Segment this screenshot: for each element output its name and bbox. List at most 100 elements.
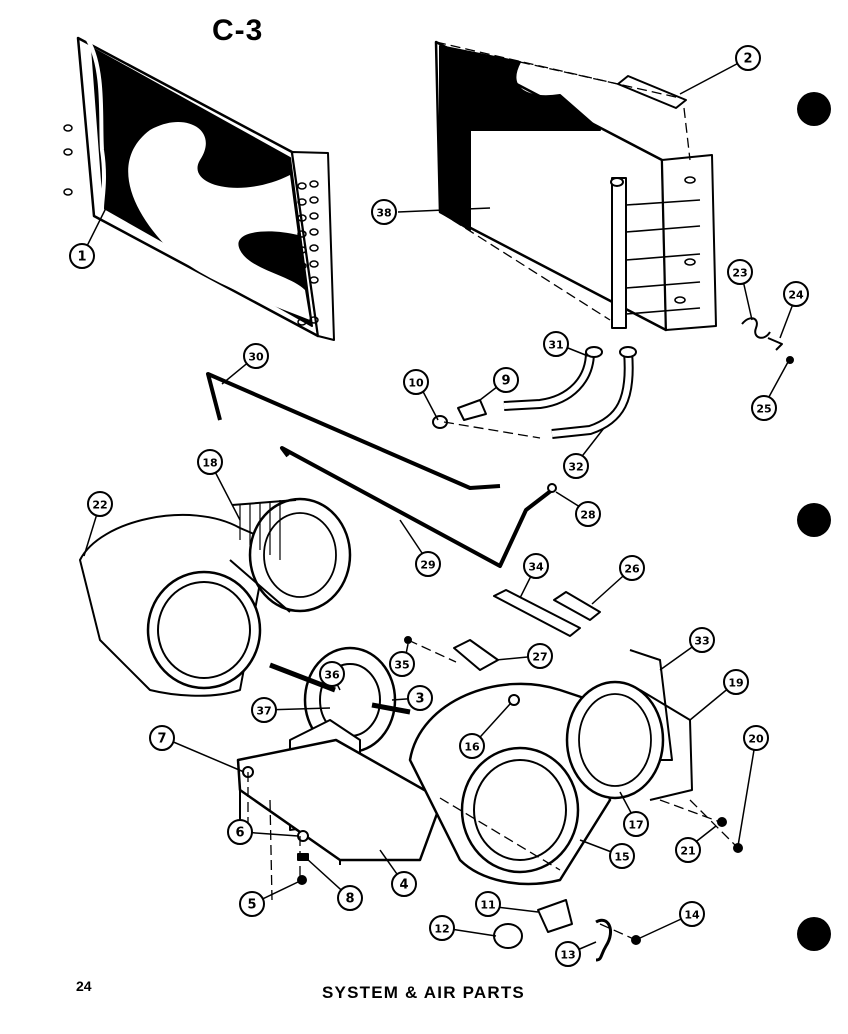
callout-number: 25 bbox=[756, 403, 771, 416]
callout-2: 2 bbox=[735, 45, 761, 71]
callout-28: 28 bbox=[575, 501, 601, 527]
evaporator-coil-part bbox=[434, 40, 717, 332]
callout-24: 24 bbox=[783, 281, 809, 307]
condenser-coil-part bbox=[63, 36, 335, 341]
footer-title: SYSTEM & AIR PARTS bbox=[322, 983, 525, 1002]
callout-9: 9 bbox=[493, 367, 519, 393]
callout-27: 27 bbox=[527, 643, 553, 669]
callout-number: 8 bbox=[345, 892, 354, 907]
callout-number: 19 bbox=[728, 677, 743, 690]
callout-number: 14 bbox=[684, 909, 700, 922]
callout-number: 6 bbox=[235, 826, 244, 841]
screw-21-part bbox=[717, 817, 727, 827]
screw-16-part bbox=[508, 694, 520, 706]
callout-number: 33 bbox=[694, 635, 709, 648]
callout-number: 35 bbox=[394, 659, 409, 672]
callout-36: 36 bbox=[319, 661, 345, 687]
clamp-13-part bbox=[595, 918, 612, 962]
callout-19: 19 bbox=[723, 669, 749, 695]
callout-number: 38 bbox=[376, 207, 391, 220]
callout-5: 5 bbox=[239, 891, 265, 917]
callout-34: 34 bbox=[523, 553, 549, 579]
callout-number: 26 bbox=[624, 563, 640, 576]
drain-tube-30-part bbox=[206, 372, 501, 490]
callout-number: 37 bbox=[256, 705, 271, 718]
fitting-9-part bbox=[457, 399, 487, 421]
clip-part bbox=[767, 337, 783, 351]
callout-30: 30 bbox=[243, 343, 269, 369]
callout-29: 29 bbox=[415, 551, 441, 577]
binder-punch-hole-middle bbox=[797, 503, 831, 537]
callout-13: 13 bbox=[555, 941, 581, 967]
callout-number: 15 bbox=[614, 851, 629, 864]
callout-number: 13 bbox=[560, 949, 575, 962]
callout-32: 32 bbox=[563, 453, 589, 479]
callout-number: 12 bbox=[434, 923, 449, 936]
callout-number: 16 bbox=[464, 741, 480, 754]
callout-16: 16 bbox=[459, 733, 485, 759]
callout-35: 35 bbox=[389, 651, 415, 677]
callout-number: 5 bbox=[247, 898, 256, 913]
callout-33: 33 bbox=[689, 627, 715, 653]
sleeve-11-part bbox=[537, 899, 573, 933]
callout-number: 31 bbox=[548, 339, 563, 352]
callout-25: 25 bbox=[751, 395, 777, 421]
drain-tube-29-part bbox=[280, 446, 554, 568]
callout-18: 18 bbox=[197, 449, 223, 475]
callout-26: 26 bbox=[619, 555, 645, 581]
callout-number: 21 bbox=[680, 845, 695, 858]
strip-34-part bbox=[493, 589, 581, 637]
callout-17: 17 bbox=[623, 811, 649, 837]
callout-22: 22 bbox=[87, 491, 113, 517]
nut-8-part bbox=[297, 853, 309, 861]
bushing-12-part bbox=[493, 923, 523, 949]
callout-number: 29 bbox=[420, 559, 435, 572]
callout-1: 1 bbox=[69, 243, 95, 269]
callout-21: 21 bbox=[675, 837, 701, 863]
callout-number: 24 bbox=[788, 289, 804, 302]
callout-15: 15 bbox=[609, 843, 635, 869]
clip-26-part bbox=[553, 591, 601, 621]
callout-4: 4 bbox=[391, 871, 417, 897]
callout-3: 3 bbox=[407, 685, 433, 711]
callout-8: 8 bbox=[337, 885, 363, 911]
callout-number: 30 bbox=[248, 351, 264, 364]
page-number: 24 bbox=[76, 978, 92, 994]
callout-number: 28 bbox=[580, 509, 595, 522]
callout-number: 34 bbox=[528, 561, 544, 574]
callout-23: 23 bbox=[727, 259, 753, 285]
callout-10: 10 bbox=[403, 369, 429, 395]
callout-37: 37 bbox=[251, 697, 277, 723]
callout-number: 10 bbox=[408, 377, 424, 390]
left-blower-assembly bbox=[79, 497, 352, 697]
callout-11: 11 bbox=[475, 891, 501, 917]
callout-number: 27 bbox=[532, 651, 547, 664]
screw-25-part bbox=[786, 356, 794, 364]
callout-number: 22 bbox=[92, 499, 107, 512]
bracket-27-part bbox=[453, 639, 499, 671]
callout-number: 7 bbox=[157, 732, 166, 747]
callout-number: 4 bbox=[399, 878, 408, 893]
callout-number: 20 bbox=[748, 733, 764, 746]
callout-number: 32 bbox=[568, 461, 583, 474]
callout-31: 31 bbox=[543, 331, 569, 357]
callout-number: 3 bbox=[415, 692, 424, 707]
callout-7: 7 bbox=[149, 725, 175, 751]
binder-punch-hole-bottom bbox=[797, 917, 831, 951]
callout-38: 38 bbox=[371, 199, 397, 225]
callout-number: 11 bbox=[480, 899, 495, 912]
callout-12: 12 bbox=[429, 915, 455, 941]
callout-number: 9 bbox=[501, 374, 510, 389]
callout-number: 17 bbox=[628, 819, 643, 832]
callout-number: 2 bbox=[743, 52, 752, 67]
callout-number: 18 bbox=[202, 457, 217, 470]
callout-number: 36 bbox=[324, 669, 340, 682]
binder-punch-hole-top bbox=[797, 92, 831, 126]
spring-part bbox=[741, 317, 771, 339]
callout-6: 6 bbox=[227, 819, 253, 845]
callout-number: 1 bbox=[77, 250, 86, 265]
callout-20: 20 bbox=[743, 725, 769, 751]
screw-5-part bbox=[297, 875, 307, 885]
callout-14: 14 bbox=[679, 901, 705, 927]
